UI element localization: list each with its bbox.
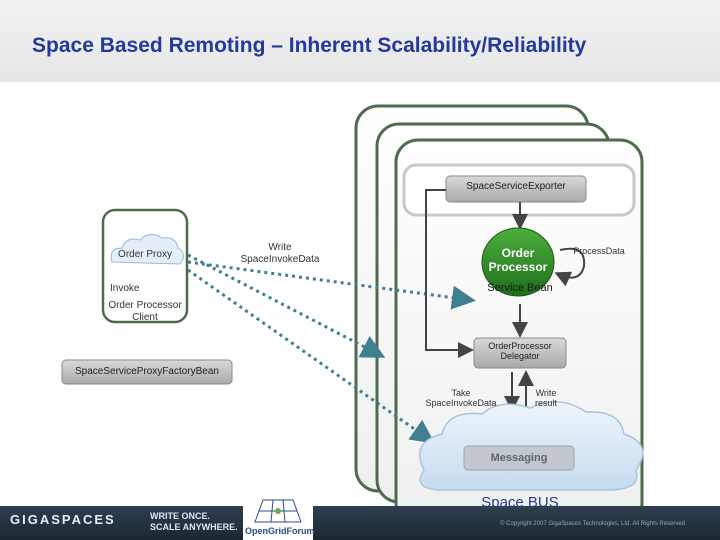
order-processor-label: Order Processor <box>488 246 548 274</box>
invoke-label: Invoke <box>110 283 140 294</box>
slide-title: Space Based Remoting – Inherent Scalabil… <box>32 34 587 57</box>
process-data-label: ProcessData <box>573 246 625 256</box>
take-label: Take SpaceInvokeData <box>425 388 497 409</box>
order-processor-node <box>481 227 555 297</box>
opengridforum-label: OpenGridForum <box>245 526 315 536</box>
write-invoke-label: Write SpaceInvokeData <box>240 242 320 265</box>
messaging-box <box>463 445 575 471</box>
order-proxy-label: Order Proxy <box>118 249 172 260</box>
messaging-label: Messaging <box>490 452 548 464</box>
copyright-text: © Copyright 2007 GigaSpaces Technologies… <box>500 521 686 527</box>
proxy-factory-bean-label: SpaceServiceProxyFactoryBean <box>75 366 219 377</box>
write-result-label: Write result <box>534 388 557 409</box>
delegator-label: OrderProcessor Delegator <box>488 341 552 362</box>
order-proxy-cloud <box>110 234 184 265</box>
client-panel-label: Order Processor Client <box>108 300 182 323</box>
proxy-factory-bean-box <box>61 359 233 385</box>
opengridforum-logo <box>243 496 313 540</box>
footer-bar <box>0 506 720 540</box>
exporter-delegator-link <box>425 189 474 358</box>
delegator-box <box>473 337 567 369</box>
invoke-arrow-to-bean <box>187 260 476 310</box>
title-band <box>0 0 720 82</box>
service-exporter-label: SpaceServiceExporter <box>466 181 566 192</box>
gigaspaces-logo: GIGASPACES <box>10 512 116 527</box>
service-bean-label: Service Bean <box>487 282 553 294</box>
write-invoke-arrow <box>187 253 386 358</box>
footer-tagline: WRITE ONCE. SCALE ANYWHERE. <box>150 511 238 533</box>
grid-icon <box>254 499 302 523</box>
invoke-arrow-to-messaging <box>187 268 435 444</box>
process-data-loop <box>554 247 586 287</box>
